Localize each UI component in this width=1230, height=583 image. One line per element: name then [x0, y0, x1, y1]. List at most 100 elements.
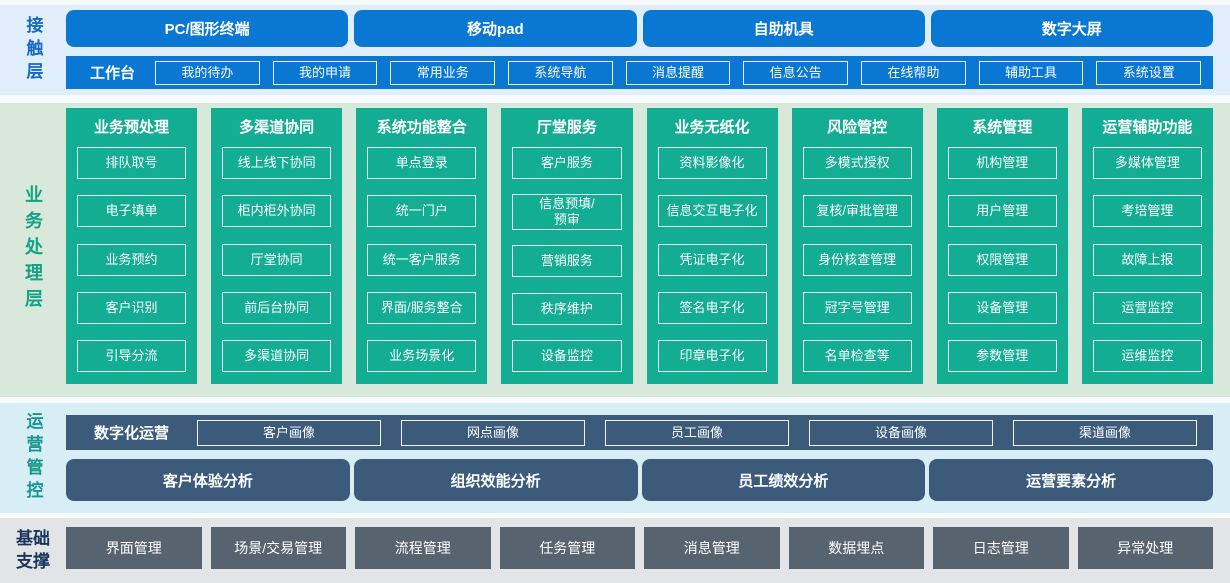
foundation-data-tracking: 数据埋点 [788, 527, 924, 569]
column-title: 风险管控 [827, 119, 888, 136]
module-box: 业务预约 [77, 243, 187, 276]
workbench-item-info-bulletin: 信息公告 [743, 60, 849, 85]
module-box: 业务场景化 [367, 340, 477, 372]
column-operation-auxiliary: 运营辅助功能 多媒体管理 考培管理 故障上报 运营监控 运维监控 [1081, 108, 1213, 384]
contact-layer-label: 接触层 [23, 15, 43, 85]
module-box: 运营监控 [1092, 291, 1202, 324]
channel-digital-screen: 数字大屏 [930, 10, 1213, 47]
profile-items: 客户画像 网点画像 员工画像 设备画像 渠道画像 [197, 419, 1198, 446]
module-box: 签名电子化 [657, 291, 767, 324]
workbench-item-todo: 我的待办 [155, 60, 260, 85]
module-box: 界面/服务整合 [367, 291, 477, 324]
column-title: 多渠道协同 [239, 119, 315, 136]
digital-operation-bar: 数字化运营 客户画像 网点画像 员工画像 设备画像 渠道画像 [66, 415, 1213, 450]
digital-operation-label: 数字化运营 [94, 425, 170, 442]
module-box: 秩序维护 [512, 292, 622, 325]
profile-customer: 客户画像 [197, 419, 382, 446]
channel-self-service: 自助机具 [642, 10, 925, 47]
module-box: 参数管理 [947, 340, 1057, 372]
profile-employee: 员工画像 [605, 419, 790, 446]
analysis-org-efficiency: 组织效能分析 [353, 459, 638, 501]
module-box: 柜内柜外协同 [222, 195, 332, 228]
module-box: 印章电子化 [657, 340, 767, 372]
module-box: 凭证电子化 [657, 243, 767, 276]
column-paperless-business: 业务无纸化 资料影像化 信息交互电子化 凭证电子化 签名电子化 印章电子化 [646, 108, 778, 384]
workbench-item-common-business: 常用业务 [390, 60, 496, 85]
analysis-employee-performance: 员工绩效分析 [641, 459, 926, 501]
column-system-management: 系统管理 机构管理 用户管理 权限管理 设备管理 参数管理 [936, 108, 1068, 384]
module-box: 多渠道协同 [222, 340, 332, 372]
module-box: 信息预填/ 预审 [512, 194, 622, 230]
workbench-bar: 工作台 我的待办 我的申请 常用业务 系统导航 消息提醒 信息公告 在线帮助 辅… [66, 56, 1213, 89]
column-lobby-service: 厅堂服务 客户服务 信息预填/ 预审 营销服务 秩序维护 设备监控 [501, 108, 633, 384]
workbench-item-system-nav: 系统导航 [508, 60, 613, 85]
module-box: 运维监控 [1092, 340, 1202, 372]
module-box: 设备管理 [947, 291, 1057, 324]
module-box: 统一门户 [367, 195, 477, 228]
foundation-layer-side: 基础支撑 [0, 518, 66, 583]
contact-layer: 接触层 PC/图形终端 移动pad 自助机具 数字大屏 工作台 我的待办 我的申… [0, 5, 1230, 95]
module-box: 厅堂协同 [222, 243, 332, 276]
contact-layer-side: 接触层 [0, 5, 66, 95]
analysis-row: 客户体验分析 组织效能分析 员工绩效分析 运营要素分析 [66, 459, 1213, 501]
foundation-task-management: 任务管理 [499, 527, 635, 569]
workbench-item-applications: 我的申请 [272, 60, 378, 85]
module-box: 线上线下协同 [222, 147, 332, 179]
workbench-item-online-help: 在线帮助 [861, 60, 966, 85]
module-box: 权限管理 [947, 243, 1057, 276]
module-box: 引导分流 [77, 340, 187, 372]
profile-device: 设备画像 [809, 419, 994, 446]
module-box: 信息交互电子化 [657, 195, 767, 228]
module-box: 机构管理 [947, 147, 1057, 179]
module-box: 资料影像化 [657, 147, 767, 179]
operation-layer-side: 运营管控 [0, 403, 66, 513]
module-box: 考培管理 [1092, 195, 1202, 228]
analysis-operation-factors: 运营要素分析 [929, 459, 1213, 501]
column-title: 系统管理 [972, 119, 1033, 136]
analysis-customer-experience: 客户体验分析 [66, 459, 350, 501]
module-box: 身份核查管理 [802, 243, 912, 276]
workbench-item-message-alert: 消息提醒 [625, 60, 731, 85]
operation-layer-content: 数字化运营 客户画像 网点画像 员工画像 设备画像 渠道画像 客户体验分析 组织… [66, 403, 1213, 513]
module-box: 冠字号管理 [802, 291, 912, 324]
profile-branch: 网点画像 [401, 419, 586, 446]
channel-mobile-pad: 移动pad [354, 10, 637, 47]
module-box: 用户管理 [947, 195, 1057, 228]
module-box: 设备监控 [512, 340, 622, 372]
column-title: 业务预处理 [94, 119, 170, 136]
business-layer-content: 业务预处理 排队取号 电子填单 业务预约 客户识别 引导分流 多渠道协同 线上线… [66, 103, 1213, 397]
module-box: 单点登录 [367, 147, 477, 179]
foundation-message-management: 消息管理 [644, 527, 780, 569]
column-title: 业务无纸化 [674, 119, 750, 136]
channel-pc-terminal: PC/图形终端 [66, 10, 349, 47]
column-title: 厅堂服务 [536, 119, 597, 136]
foundation-layer: 基础支撑 界面管理 场景/交易管理 流程管理 任务管理 消息管理 数据埋点 日志… [0, 518, 1230, 583]
workbench-item-aux-tools: 辅助工具 [978, 60, 1084, 85]
column-system-integration: 系统功能整合 单点登录 统一门户 统一客户服务 界面/服务整合 业务场景化 [356, 108, 488, 384]
business-layer: 业务处理层 业务预处理 排队取号 电子填单 业务预约 客户识别 引导分流 多渠道… [0, 103, 1230, 397]
foundation-layer-content: 界面管理 场景/交易管理 流程管理 任务管理 消息管理 数据埋点 日志管理 异常… [66, 518, 1213, 583]
module-box: 排队取号 [77, 147, 187, 179]
foundation-row: 界面管理 场景/交易管理 流程管理 任务管理 消息管理 数据埋点 日志管理 异常… [66, 527, 1213, 569]
module-box: 多媒体管理 [1092, 147, 1202, 179]
contact-layer-content: PC/图形终端 移动pad 自助机具 数字大屏 工作台 我的待办 我的申请 常用… [66, 5, 1213, 95]
module-box: 故障上报 [1092, 243, 1202, 276]
module-box: 客户服务 [512, 147, 622, 179]
module-box: 客户识别 [77, 291, 187, 324]
workbench-item-system-settings: 系统设置 [1096, 60, 1202, 85]
column-business-preprocessing: 业务预处理 排队取号 电子填单 业务预约 客户识别 引导分流 [66, 108, 198, 384]
foundation-exception-handling: 异常处理 [1077, 527, 1213, 569]
operation-layer: 运营管控 数字化运营 客户画像 网点画像 员工画像 设备画像 渠道画像 客户体验… [0, 403, 1230, 513]
column-risk-control: 风险管控 多模式授权 复核/审批管理 身份核查管理 冠字号管理 名单检查等 [791, 108, 923, 384]
business-layer-side: 业务处理层 [0, 103, 66, 397]
workbench-label: 工作台 [90, 65, 136, 82]
module-box: 复核/审批管理 [802, 195, 912, 228]
foundation-scene-transaction: 场景/交易管理 [210, 527, 346, 569]
column-title: 系统功能整合 [376, 119, 467, 136]
column-multichannel-collaboration: 多渠道协同 线上线下协同 柜内柜外协同 厅堂协同 前后台协同 多渠道协同 [211, 108, 343, 384]
foundation-ui-management: 界面管理 [66, 527, 202, 569]
foundation-log-management: 日志管理 [933, 527, 1069, 569]
module-box: 营销服务 [512, 245, 622, 278]
module-box: 电子填单 [77, 195, 187, 228]
module-box: 前后台协同 [222, 291, 332, 324]
